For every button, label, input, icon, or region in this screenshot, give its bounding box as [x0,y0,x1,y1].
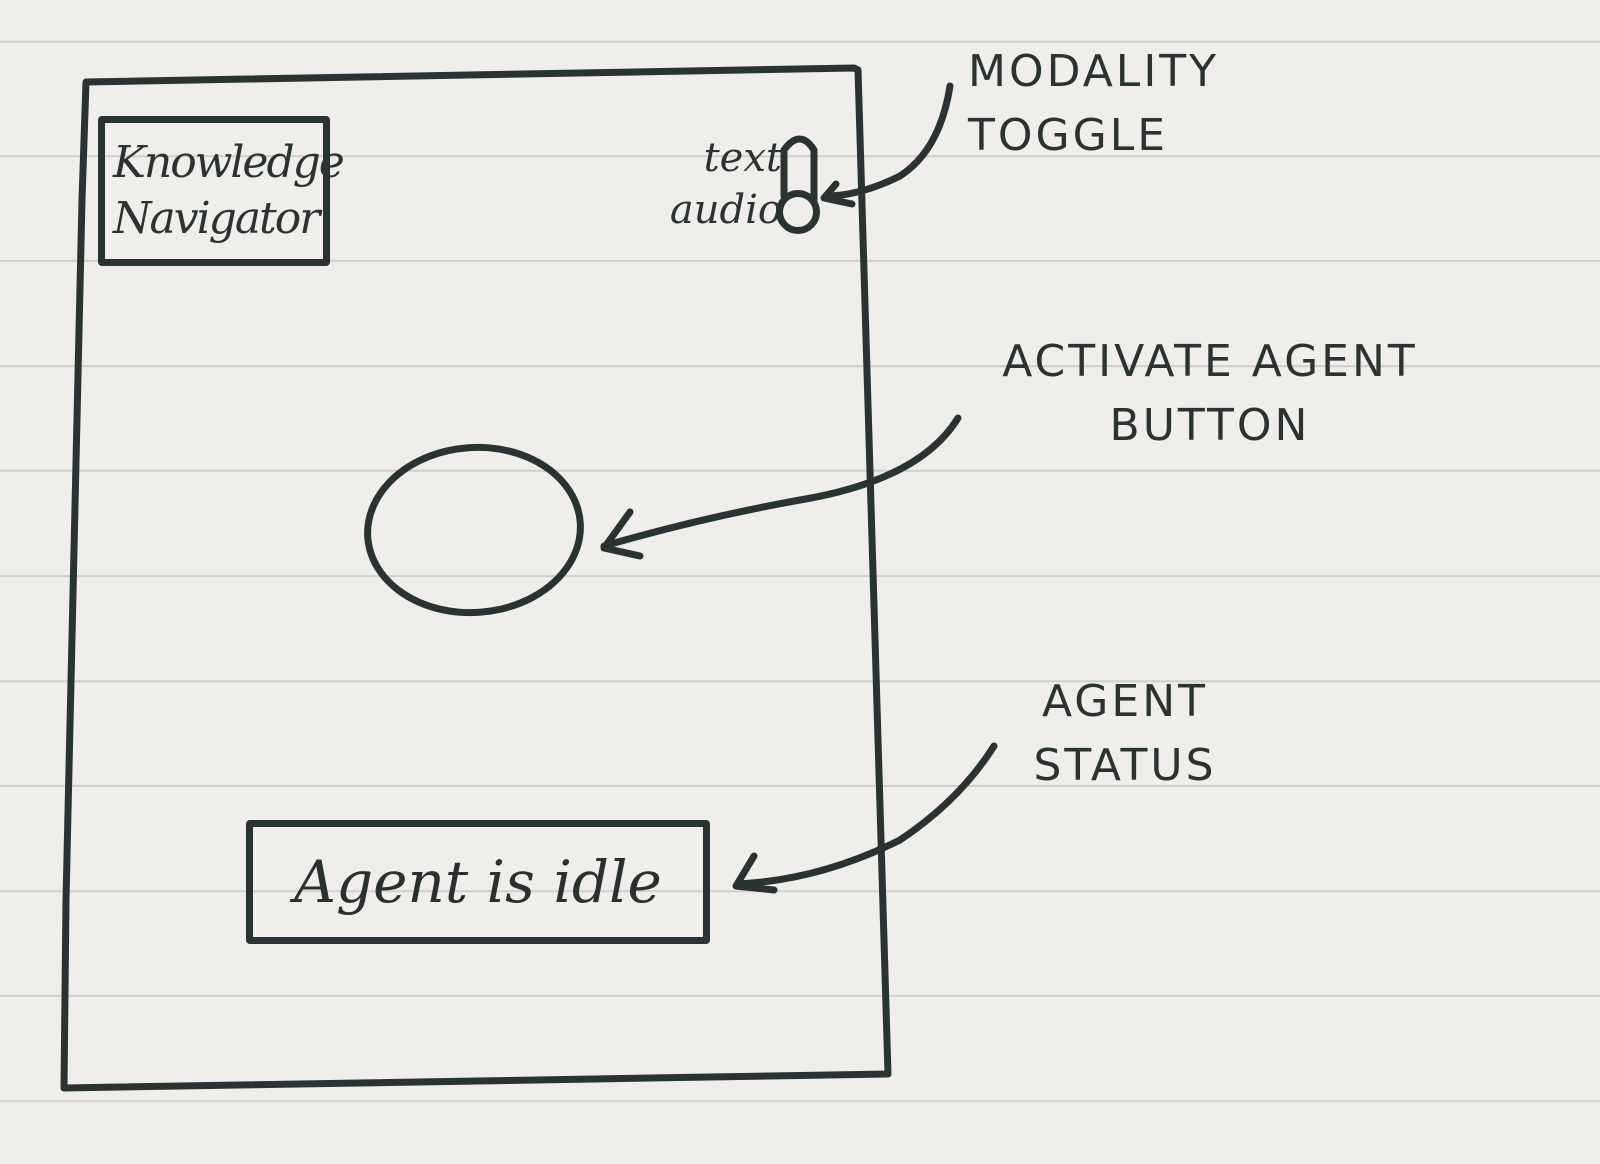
annotation-modality-toggle-line2: TOGGLE [968,110,1169,161]
toggle-option-text[interactable]: text [703,135,782,181]
agent-status-box: Agent is idle [246,820,710,944]
annotation-modality-toggle: MODALITY TOGGLE [968,40,1219,168]
toggle-track [780,135,818,204]
app-title-box: Knowledge Navigator [98,116,345,266]
activate-agent-arrow [600,414,962,550]
app-frame [60,64,892,1092]
modality-toggle-labels: text audio [670,132,782,236]
agent-status-text: Agent is idle [294,848,662,916]
annotation-activate-agent-line2: BUTTON [1109,400,1311,451]
annotation-agent-status: AGENT STATUS [990,670,1260,798]
agent-status-arrow [734,742,998,888]
app-title-line1: Knowledge [113,137,345,188]
toggle-option-audio[interactable]: audio [669,187,782,233]
modality-toggle-arrow [822,82,954,200]
annotation-agent-status-line2: STATUS [1033,740,1217,791]
annotation-activate-agent: ACTIVATE AGENT BUTTON [950,330,1470,458]
app-title-line2: Navigator [113,193,320,244]
annotation-modality-toggle-line1: MODALITY [968,46,1220,97]
annotation-agent-status-line1: AGENT [1041,676,1208,727]
modality-toggle[interactable] [776,190,820,234]
annotation-activate-agent-line1: ACTIVATE AGENT [1002,336,1418,387]
